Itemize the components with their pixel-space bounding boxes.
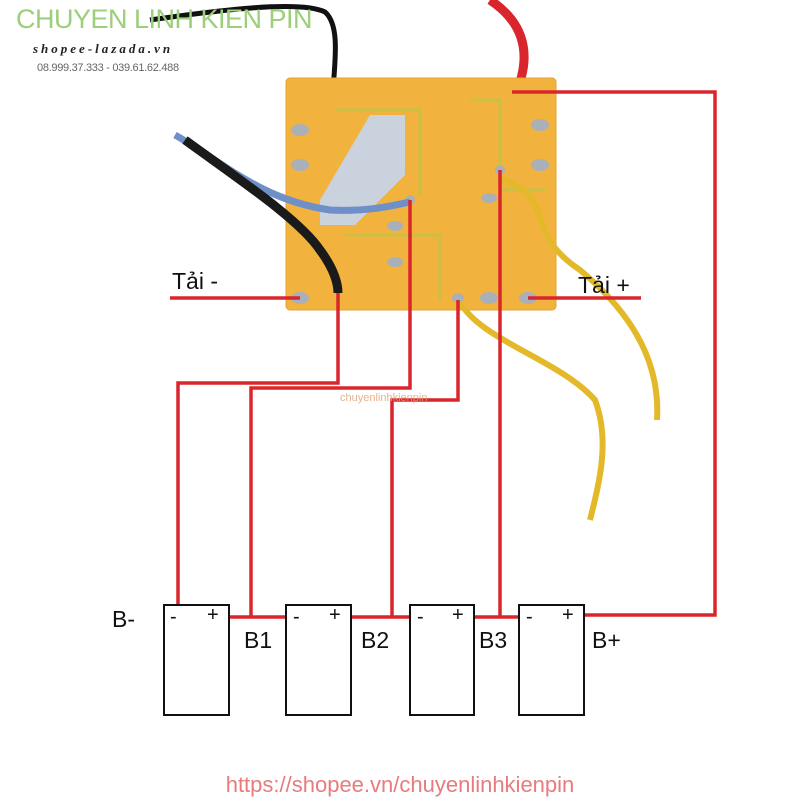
board-traces — [335, 98, 545, 300]
battery-cell-4 — [518, 604, 585, 716]
cell4-minus: - — [526, 606, 533, 628]
cell1-plus: + — [207, 604, 219, 626]
label-b-minus: B- — [112, 606, 135, 632]
cell1-minus: - — [170, 606, 177, 628]
battery-cell-1 — [163, 604, 230, 716]
label-b1: B1 — [244, 627, 273, 653]
footer-url: https://shopee.vn/chuyenlinhkienpin — [225, 772, 575, 797]
wire-b2 — [390, 300, 460, 617]
watermark: chuyenlinhkienpin — [340, 392, 428, 404]
black-wire-top — [149, 4, 338, 91]
black-wire — [182, 136, 343, 294]
label-b-plus: B+ — [592, 627, 621, 653]
cell2-plus: + — [329, 604, 341, 626]
cell2-minus: - — [293, 606, 300, 628]
yellow-wire-1 — [498, 175, 661, 421]
label-load-plus: Tải + — [578, 272, 630, 298]
phone-numbers: 08.999.37.333 - 039.61.62.488 — [37, 62, 179, 74]
board-copper-area — [320, 115, 405, 225]
battery-cell-2 — [285, 604, 352, 716]
label-load-minus: Tải - — [172, 268, 218, 294]
cell3-minus: - — [417, 606, 424, 628]
site-text: shopee-lazada.vn — [33, 41, 174, 56]
solder-pads — [291, 119, 549, 304]
yellow-wire-2 — [457, 300, 606, 521]
wire-b-minus — [176, 293, 340, 607]
wire-b-plus — [512, 90, 717, 617]
label-b3: B3 — [479, 627, 508, 653]
cell3-plus: + — [452, 604, 464, 626]
brand-logo: CHUYEN LINH KIEN PIN — [16, 4, 313, 34]
cell4-plus: + — [562, 604, 574, 626]
red-wires — [170, 90, 717, 619]
wire-b1 — [249, 200, 412, 617]
battery-cell-3 — [409, 604, 475, 716]
label-b2: B2 — [361, 627, 390, 653]
